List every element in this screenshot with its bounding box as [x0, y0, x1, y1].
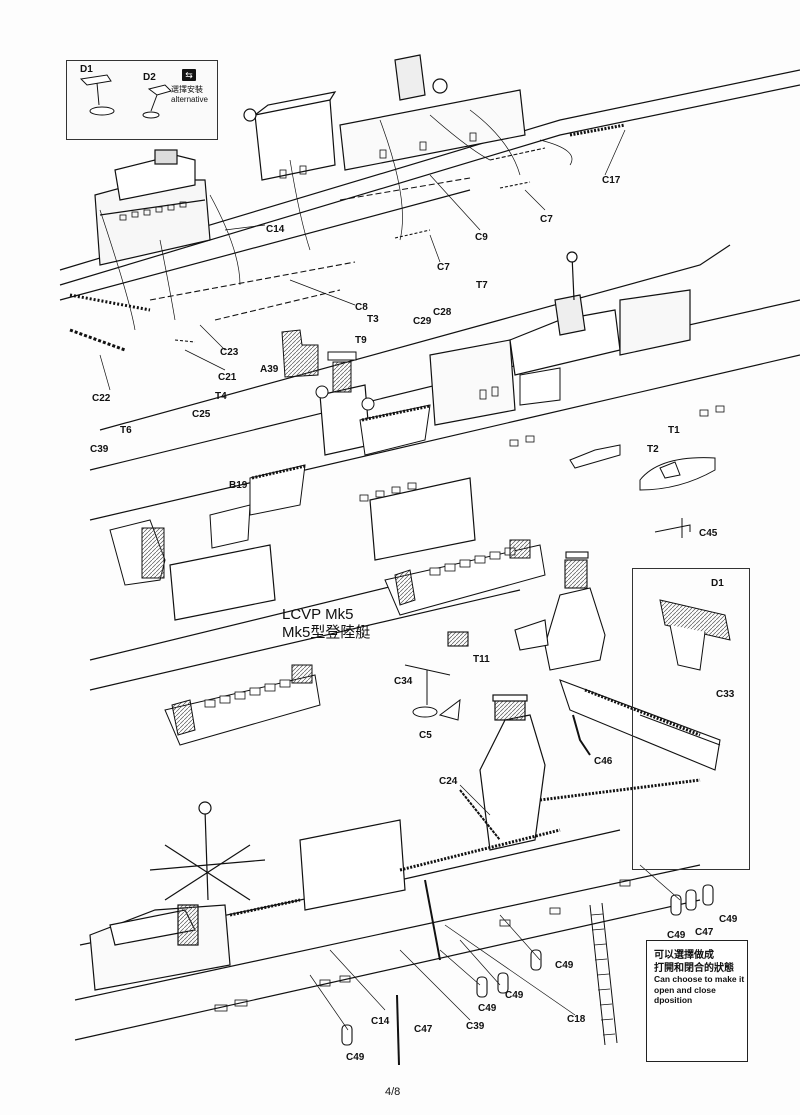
- callout-c49: C49: [719, 914, 738, 925]
- alt-part-d2-label: D2: [143, 72, 156, 83]
- callout-c5: C5: [419, 730, 432, 741]
- alternative-note-en: alternative: [171, 95, 208, 104]
- callout-d1: D1: [711, 578, 724, 589]
- choice-line2-cn: 打開和閉合的狀態: [654, 963, 734, 974]
- callout-t3: T3: [367, 314, 379, 325]
- callout-c49: C49: [478, 1003, 497, 1014]
- callout-c34: C34: [394, 676, 413, 687]
- callout-c14: C14: [266, 224, 285, 235]
- callout-c49: C49: [505, 990, 524, 1001]
- callout-c7: C7: [540, 214, 553, 225]
- lcvp-title-en: LCVP Mk5: [282, 606, 354, 623]
- page-number: 4/8: [385, 1086, 401, 1098]
- callout-c8: C8: [355, 302, 368, 313]
- choice-line1-cn: 可以選擇做成: [654, 950, 714, 961]
- alt-part-d1-label: D1: [80, 64, 93, 75]
- rhib-boat: [639, 457, 716, 491]
- railing-parts-top: [69, 123, 626, 352]
- lcvp-title: LCVP Mk5 Mk5型登陸艇: [282, 606, 370, 642]
- top-ship-section: [59, 54, 800, 301]
- callout-c49: C49: [555, 960, 574, 971]
- callout-c49-lower: C49: [346, 1052, 365, 1063]
- choice-line1-en: Can choose to make it: [654, 974, 745, 984]
- callout-c7: C7: [437, 262, 450, 273]
- callout-c28: C28: [433, 307, 452, 318]
- part-d1-rack: [659, 599, 731, 671]
- callout-c14-lower: C14: [371, 1016, 390, 1027]
- callout-c39-lower: C39: [466, 1021, 485, 1032]
- radar-tower-mid: [315, 351, 375, 411]
- callout-c46: C46: [594, 756, 613, 767]
- part-c18-ladder: [589, 902, 618, 1046]
- choice-line2-en: open and close dposition: [654, 985, 716, 1005]
- part-c45: [654, 518, 691, 538]
- part-d1-box: [632, 568, 750, 870]
- alternative-note-cn: 選擇安裝: [171, 85, 203, 94]
- leader-lines-lower: [309, 784, 681, 1031]
- callout-c23: C23: [220, 347, 239, 358]
- lower-ship-section: [74, 694, 701, 1041]
- alternative-parts-box: D1 D2 ⇆ 選擇安裝 alternative: [66, 60, 218, 140]
- lcvp-boat-lower: [164, 664, 321, 746]
- callout-c18: C18: [567, 1014, 586, 1025]
- alt-parts-drawing: [79, 74, 172, 119]
- platform-railings: [209, 367, 561, 549]
- callout-t2: T2: [647, 444, 659, 455]
- callout-c22: C22: [92, 393, 111, 404]
- callout-c45: C45: [699, 528, 718, 539]
- aft-superstructure-right: [447, 551, 721, 771]
- crane-assembly: [109, 519, 166, 586]
- leader-lines-top: [99, 109, 626, 391]
- middle-ship-section: [89, 244, 800, 691]
- callout-c17: C17: [602, 175, 621, 186]
- callout-t4: T4: [215, 391, 227, 402]
- callout-c33: C33: [716, 689, 735, 700]
- callout-c49: C49: [667, 930, 686, 941]
- callout-t11: T11: [473, 654, 490, 665]
- callout-t1: T1: [668, 425, 680, 436]
- swap-icon: ⇆: [182, 69, 196, 81]
- callout-b19: B19: [229, 480, 248, 491]
- lcvp-title-cn: Mk5型登陸艇: [282, 624, 371, 641]
- callout-c39: C39: [90, 444, 109, 455]
- callout-c47-lower: C47: [414, 1024, 433, 1035]
- part-a39: [281, 329, 319, 378]
- open-close-choice-box: 可以選擇做成 打開和閉合的狀態 Can choose to make it op…: [646, 940, 748, 1062]
- part-c34-c5: [404, 664, 461, 721]
- callout-c47: C47: [695, 927, 714, 938]
- callout-c29: C29: [413, 316, 432, 327]
- callout-t6: T6: [120, 425, 132, 436]
- callout-a39: A39: [260, 364, 279, 375]
- callout-c25: C25: [192, 409, 211, 420]
- lcvp-boat-upper: [384, 539, 546, 616]
- callout-t7: T7: [476, 280, 488, 291]
- callout-t9: T9: [355, 335, 367, 346]
- callout-c21: C21: [218, 372, 237, 383]
- part-t2-bracket: [569, 444, 621, 469]
- callout-c9: C9: [475, 232, 488, 243]
- callout-c24: C24: [439, 776, 458, 787]
